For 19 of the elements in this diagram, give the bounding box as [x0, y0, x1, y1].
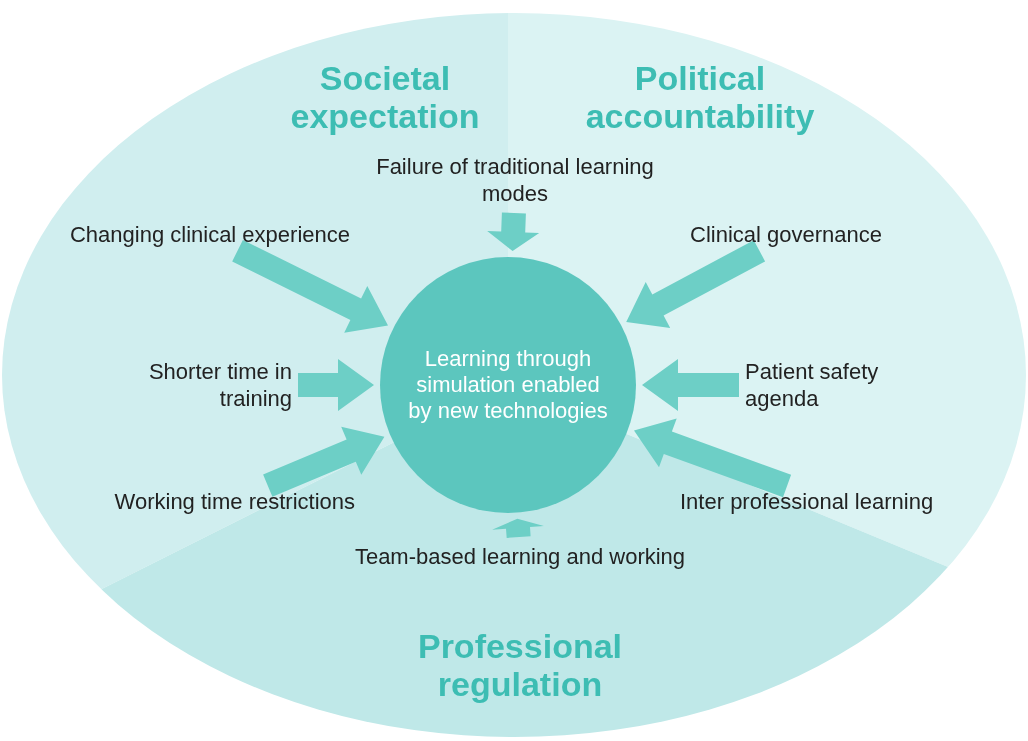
factor-text: Inter professional learning: [680, 488, 980, 515]
block-arrow: [642, 359, 739, 411]
factor-text: Team-based learning and working: [350, 543, 690, 570]
block-arrow: [487, 212, 540, 252]
factor-text: Clinical governance: [690, 221, 890, 248]
sector-heading: Professional regulation: [416, 627, 624, 703]
block-arrow: [263, 426, 385, 497]
factor-text: Changing clinical experience: [60, 221, 350, 248]
factor-text: Working time restrictions: [105, 488, 355, 515]
block-arrow: [232, 239, 388, 333]
block-arrow: [298, 359, 374, 411]
block-arrow: [634, 418, 792, 498]
factor-text: Patient safety agenda: [745, 358, 945, 412]
factor-text: Failure of traditional learning modes: [345, 153, 685, 207]
sector-heading: Political accountability: [584, 59, 816, 135]
sector-heading: Societal expectation: [289, 59, 481, 135]
block-arrow: [492, 518, 544, 538]
factor-text: Shorter time in training: [72, 358, 292, 412]
block-arrow: [626, 240, 766, 328]
